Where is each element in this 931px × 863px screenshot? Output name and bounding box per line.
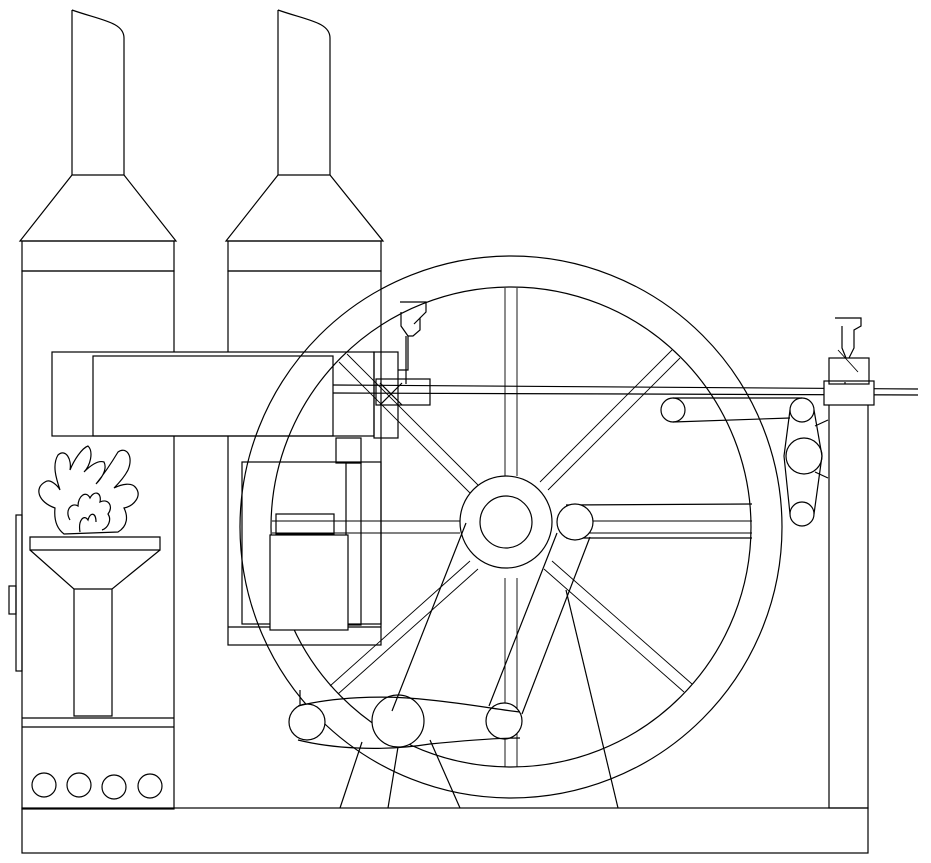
flywheel-inner-rim xyxy=(270,286,752,768)
pulley-belts xyxy=(660,397,829,527)
pulley-small xyxy=(660,397,686,423)
vent-hole xyxy=(101,774,127,800)
lower-pulley xyxy=(371,694,425,748)
piston-rod xyxy=(269,301,919,631)
cylinder xyxy=(51,351,399,439)
crank xyxy=(288,503,753,809)
pulley-bottom xyxy=(789,501,815,527)
crank-pin xyxy=(556,503,594,541)
boiler-housing xyxy=(8,270,175,810)
pulley-top xyxy=(789,397,815,423)
chimney-left xyxy=(18,9,178,272)
base-plate xyxy=(21,807,869,854)
vent-hole xyxy=(66,772,92,798)
lower-pin xyxy=(485,702,523,740)
flywheel-axle xyxy=(479,495,533,549)
flywheel-hub xyxy=(459,475,553,569)
flywheel-outer-rim xyxy=(239,255,783,799)
right-post xyxy=(823,317,875,809)
flywheel xyxy=(239,255,783,799)
chimney-right xyxy=(224,9,385,272)
vent-hole xyxy=(137,773,163,799)
pulley-mid xyxy=(785,437,823,475)
idler-pulley-left xyxy=(288,703,326,741)
vent-hole xyxy=(31,772,57,798)
fire xyxy=(29,445,161,717)
